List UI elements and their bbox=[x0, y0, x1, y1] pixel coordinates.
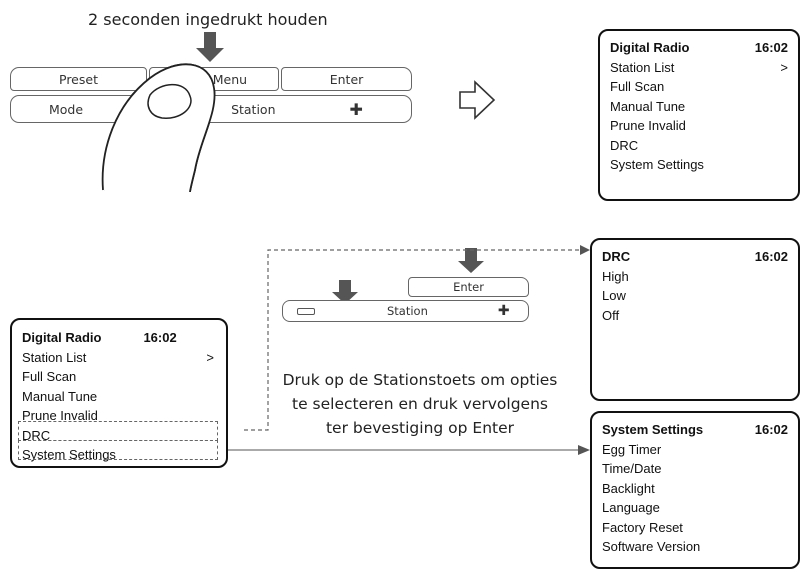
plus-icon[interactable]: ✚ bbox=[349, 99, 363, 119]
submenu-arrow-icon: > bbox=[206, 349, 214, 365]
menu-item[interactable]: Full Scan bbox=[22, 369, 77, 384]
menu-item[interactable]: Prune Invalid bbox=[610, 118, 686, 133]
menu-item[interactable]: Software Version bbox=[602, 539, 701, 554]
menu-item[interactable]: Station List> bbox=[22, 348, 214, 368]
next-step-arrow bbox=[459, 80, 496, 120]
menu-item[interactable]: Manual Tune bbox=[22, 388, 98, 404]
dashed-connector-drc bbox=[244, 249, 580, 431]
station-label-mid[interactable]: Station bbox=[387, 304, 428, 318]
menu-item[interactable]: Off bbox=[602, 307, 620, 323]
selection-box-drc bbox=[18, 421, 218, 441]
press-arrow-top bbox=[196, 32, 224, 62]
menu-item[interactable]: System Settings bbox=[610, 157, 704, 172]
screen-title: Digital Radio bbox=[610, 40, 690, 55]
menu-item[interactable]: DRC bbox=[610, 137, 639, 153]
screen-digital-radio-left: Digital Radio 16:02 Station List> Full S… bbox=[10, 318, 228, 468]
submenu-arrow-icon: > bbox=[780, 59, 788, 75]
menu-item[interactable]: High bbox=[602, 268, 629, 284]
menu-item-system-settings[interactable]: System Settings bbox=[22, 447, 116, 462]
menu-item[interactable]: Factory Reset bbox=[602, 519, 683, 535]
menu-item[interactable]: Backlight bbox=[602, 480, 655, 496]
station-bar-mid: Station ✚ bbox=[282, 300, 529, 322]
arrowhead-drc bbox=[580, 245, 590, 255]
instruction-text: Druk op de Stationstoets om opties te se… bbox=[282, 371, 558, 437]
menu-item[interactable]: Language bbox=[602, 500, 660, 515]
menu-item[interactable]: Prune Invalid bbox=[22, 408, 98, 423]
menu-item-drc[interactable]: DRC bbox=[22, 427, 51, 443]
info-menu-button[interactable]: Info/ Menu bbox=[149, 67, 279, 91]
press-arrow-station bbox=[332, 280, 358, 304]
mode-label[interactable]: Mode bbox=[49, 101, 84, 117]
screen-time: 16:02 bbox=[143, 330, 177, 345]
menu-item[interactable]: Manual Tune bbox=[610, 98, 686, 114]
minus-icon[interactable] bbox=[297, 307, 315, 315]
screen-time: 16:02 bbox=[754, 249, 788, 264]
top-caption: 2 seconden ingedrukt houden bbox=[88, 10, 328, 29]
preset-button[interactable]: Preset bbox=[10, 67, 147, 91]
enter-button-mid[interactable]: Enter bbox=[408, 277, 529, 297]
screen-title: DRC bbox=[602, 249, 631, 264]
screen-title: System Settings bbox=[602, 422, 704, 437]
screen-digital-radio-top: Digital Radio 16:02 Station List> Full S… bbox=[598, 29, 800, 201]
mode-station-bar: Mode Station ✚ bbox=[10, 95, 412, 123]
screen-system-settings: System Settings 16:02 Egg Timer Time/Dat… bbox=[590, 411, 800, 569]
station-label[interactable]: Station bbox=[231, 101, 276, 117]
selection-box-system-settings bbox=[18, 440, 218, 460]
enter-button[interactable]: Enter bbox=[281, 67, 412, 91]
menu-item[interactable]: Full Scan bbox=[610, 79, 665, 94]
menu-item[interactable]: Egg Timer bbox=[602, 441, 662, 457]
screen-drc: DRC 16:02 High Low Off bbox=[590, 238, 800, 401]
menu-item[interactable]: Station List> bbox=[610, 58, 788, 78]
press-arrow-enter bbox=[458, 248, 484, 273]
plus-icon-mid[interactable]: ✚ bbox=[497, 303, 510, 319]
menu-item[interactable]: Low bbox=[602, 288, 626, 303]
arrowhead-system bbox=[578, 445, 590, 455]
screen-time: 16:02 bbox=[754, 422, 788, 437]
screen-time: 16:02 bbox=[754, 40, 788, 55]
screen-title: Digital Radio bbox=[22, 330, 102, 345]
menu-item[interactable]: Time/Date bbox=[602, 461, 662, 476]
